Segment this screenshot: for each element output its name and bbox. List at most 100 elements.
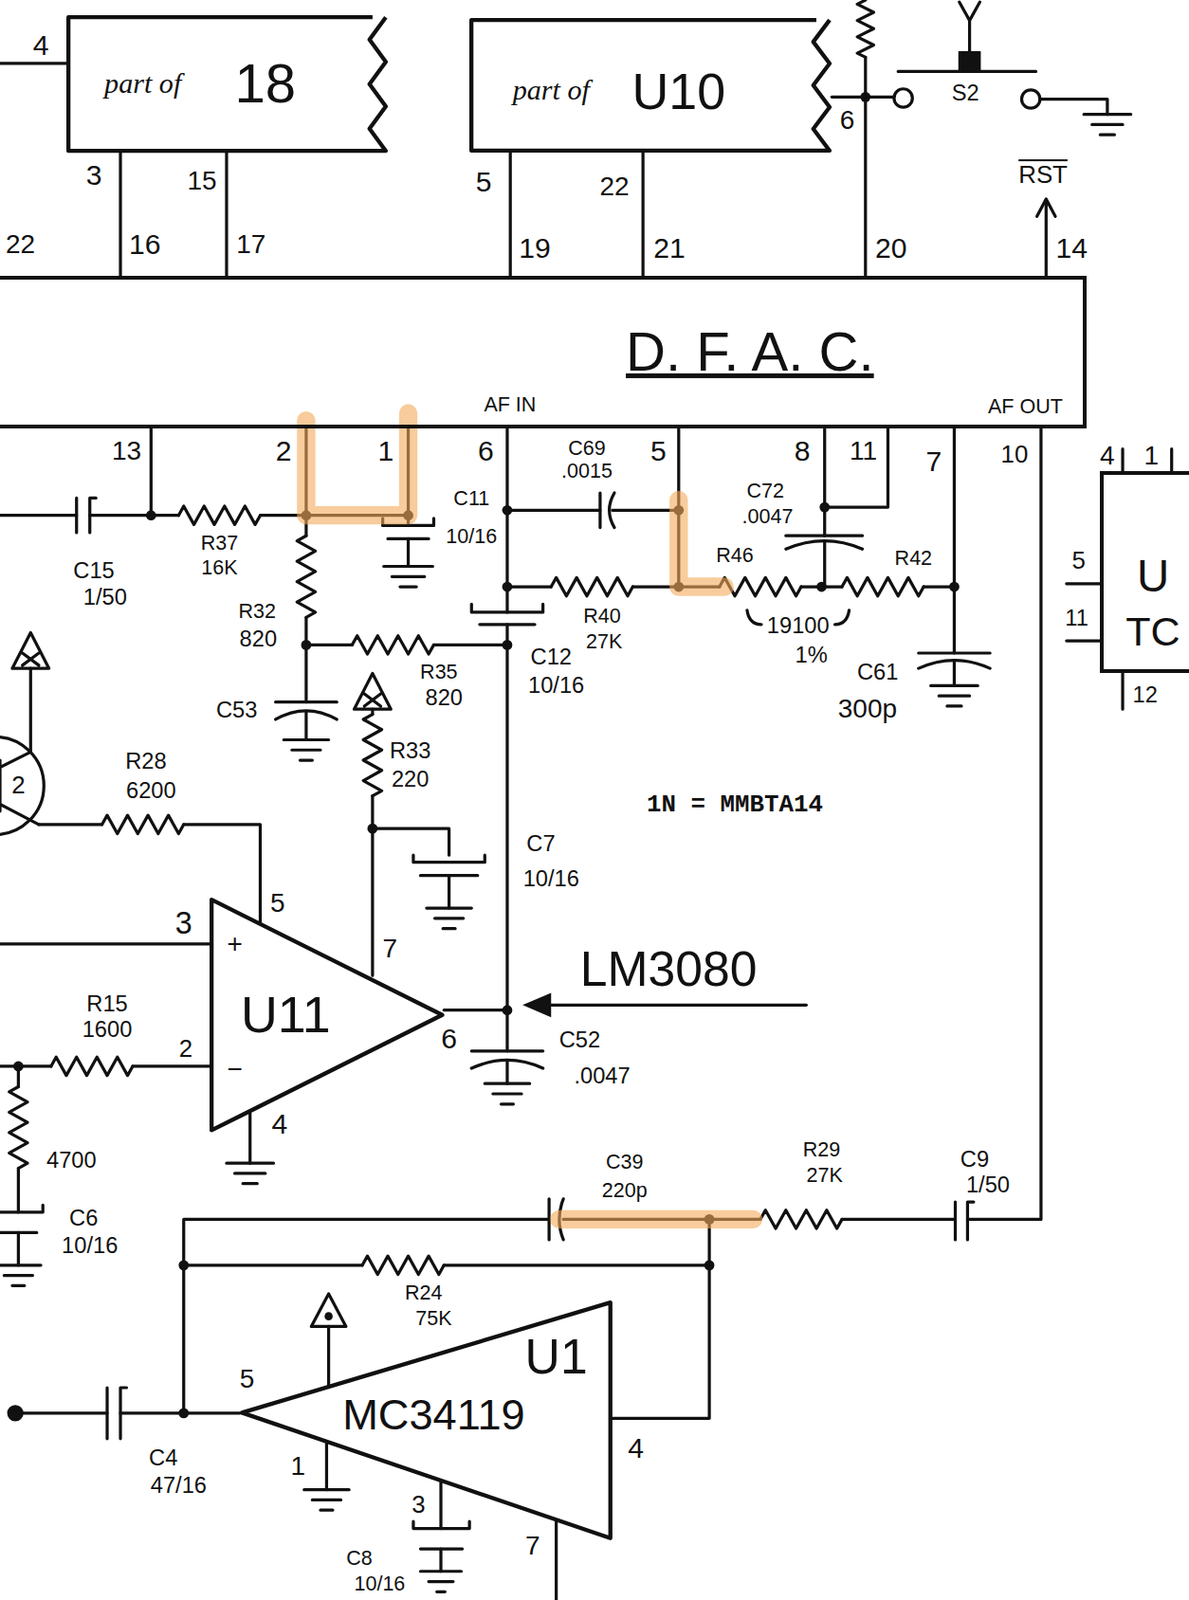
transistor-symbol <box>0 751 39 824</box>
junction-dot <box>301 640 312 651</box>
component-label: 7 <box>382 935 398 963</box>
shape-outline <box>241 1303 611 1540</box>
wiring <box>0 56 1172 1600</box>
junction-dot <box>367 823 379 835</box>
component-label: C9 <box>960 1149 989 1172</box>
component-label: 3 <box>411 1493 425 1519</box>
junction-dot <box>13 1061 24 1073</box>
capacitor-symbol <box>107 1388 127 1440</box>
junction-dot <box>704 1260 715 1271</box>
component-label: C4 <box>148 1447 178 1471</box>
shape-outline <box>68 17 386 151</box>
part-name: U11 <box>240 989 331 1042</box>
component-label: .0047 <box>573 1065 630 1089</box>
component-label: 14 <box>1055 233 1088 262</box>
component-label: 20 <box>875 233 908 262</box>
component-label: C53 <box>216 699 257 723</box>
part-name: D. F. A. C. <box>625 324 875 380</box>
junction-dot <box>502 582 513 593</box>
switch-button <box>958 51 982 73</box>
pointer-arrow <box>540 1004 806 1007</box>
resistor-symbol <box>351 636 434 655</box>
component-label: 4 <box>33 31 50 60</box>
component-label: 15 <box>187 167 218 195</box>
resistor-symbol <box>362 1256 444 1275</box>
component-label: 1600 <box>82 1019 133 1043</box>
ground-symbol <box>484 1083 530 1105</box>
pin-name: TC <box>1125 612 1180 654</box>
input-terminal <box>7 1405 24 1422</box>
component-label: C8 <box>346 1549 373 1571</box>
component-label: R35 <box>420 663 458 685</box>
component-label: 220p <box>602 1181 648 1203</box>
junction-dot <box>178 1408 189 1420</box>
component-label: 5 <box>1072 548 1086 574</box>
component-label: .0015 <box>561 462 613 484</box>
component-label: 13 <box>111 438 142 465</box>
chip-box: D. F. A. C.AF INAF OUT <box>0 275 1087 429</box>
component-label: 4 <box>272 1110 289 1139</box>
resistor-symbol <box>857 0 874 57</box>
component-label: 47/16 <box>150 1475 207 1499</box>
pin-name: U10 <box>631 66 726 118</box>
component-label: 10/16 <box>353 1574 405 1596</box>
switch-symbol <box>897 1 1036 72</box>
component-label: 3 <box>86 161 103 190</box>
junction-dot <box>502 1005 513 1016</box>
component-label: 27K <box>585 632 622 654</box>
capacitor-symbol <box>918 653 990 669</box>
component-label: 4 <box>627 1434 644 1464</box>
junction-dot <box>502 640 513 651</box>
part-name: U1 <box>525 1333 588 1383</box>
component-label: R33 <box>389 740 431 764</box>
pin-name: AF IN <box>483 395 536 417</box>
supply-dot <box>324 1312 333 1321</box>
component-label: 16 <box>128 230 162 259</box>
resistor-symbol <box>550 577 633 596</box>
component-label: 10/16 <box>528 676 585 699</box>
wire-connector <box>509 153 513 276</box>
switch-contact <box>894 89 913 108</box>
ground-symbol <box>1083 114 1132 136</box>
component-label: C52 <box>559 1029 601 1053</box>
resistor-symbol <box>9 1086 28 1169</box>
component-label: 10/16 <box>523 868 580 892</box>
component-label: C61 <box>857 662 898 686</box>
capacitor-symbol <box>955 1202 974 1241</box>
junction-dot <box>178 1260 189 1271</box>
arrow-head <box>1037 199 1056 217</box>
component-label: 820 <box>239 628 278 652</box>
component-label: 6200 <box>126 780 177 804</box>
component-label: 7 <box>926 446 943 476</box>
component-label: .0047 <box>742 507 794 529</box>
switch-contact <box>1021 90 1040 109</box>
component-label: 2 <box>179 1037 193 1062</box>
component-label: 1/50 <box>83 586 128 610</box>
component-label: 1 <box>377 437 394 466</box>
component-label: C69 <box>567 439 605 460</box>
component-label: 17 <box>236 231 266 258</box>
component-label: 4 <box>1099 442 1116 470</box>
capacitor-symbol <box>275 702 338 720</box>
component-label: 1/50 <box>966 1174 1010 1198</box>
amplifier-triangle: U1MC34119 <box>239 1300 613 1541</box>
component-label: 5 <box>239 1366 256 1393</box>
component-label: 75K <box>415 1309 452 1331</box>
component-label: R24 <box>404 1283 442 1305</box>
component-label: 5 <box>270 890 286 917</box>
junction-dot <box>502 505 513 516</box>
resistor-symbol <box>102 815 184 834</box>
component-label: R40 <box>583 606 621 628</box>
pin-name: − <box>226 1056 242 1083</box>
resistor-symbol <box>296 535 315 618</box>
capacitor-symbol <box>413 855 485 877</box>
component-label: C39 <box>605 1152 643 1174</box>
part-name: part of <box>512 75 590 105</box>
component-label: 27K <box>806 1166 843 1188</box>
pin-name: + <box>226 931 242 958</box>
junction-dot <box>816 582 827 593</box>
ground-symbol <box>304 1490 349 1512</box>
ground-symbol <box>384 567 434 588</box>
supply-symbol <box>354 674 392 711</box>
